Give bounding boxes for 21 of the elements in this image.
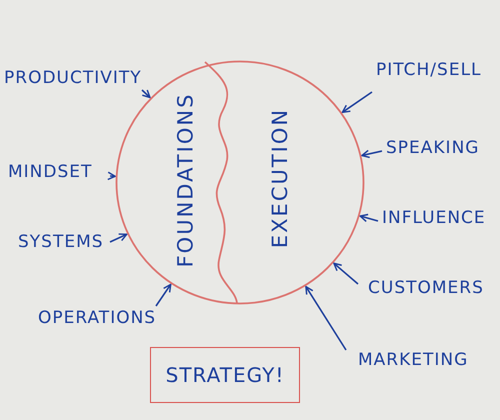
arrow xyxy=(155,284,172,306)
handwritten-label: SYSTEMS xyxy=(18,232,104,252)
handwritten-label: INFLUENCE xyxy=(382,208,486,228)
handwritten-label: SPEAKING xyxy=(386,138,480,158)
arrow xyxy=(141,89,151,98)
handwritten-label: PITCH/SELL xyxy=(376,60,482,80)
arrow xyxy=(110,233,128,243)
arrow xyxy=(333,262,359,285)
arrow xyxy=(107,172,116,180)
handwritten-label: MARKETING xyxy=(358,350,468,370)
handwritten-label: CUSTOMERS xyxy=(368,278,484,298)
arrow xyxy=(359,214,378,222)
strategy-box: STRATEGY! xyxy=(150,347,300,403)
arrow xyxy=(305,286,347,350)
handwritten-label: OPERATIONS xyxy=(38,308,156,328)
vertical-label: EXECUTION xyxy=(268,108,292,248)
handwritten-label: PRODUCTIVITY xyxy=(4,68,142,88)
arrow xyxy=(342,91,372,114)
vertical-label: FOUNDATIONS xyxy=(172,92,197,268)
arrow xyxy=(361,150,382,158)
handwritten-label: MINDSET xyxy=(8,162,92,182)
